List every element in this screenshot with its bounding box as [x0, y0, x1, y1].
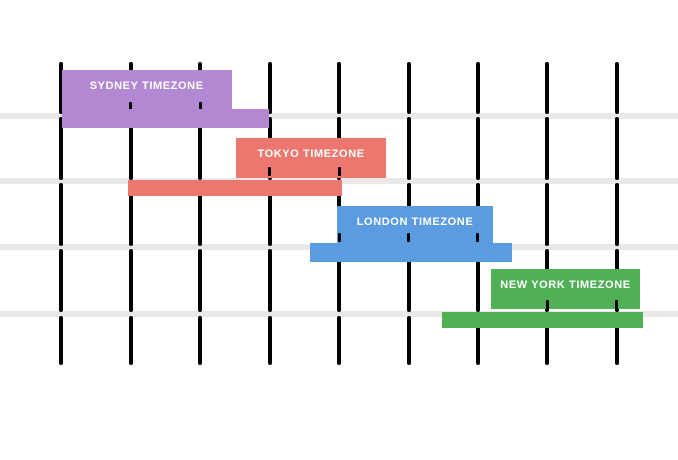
grid-line-segment [59, 183, 64, 246]
row-separator-line [0, 112, 678, 119]
timezone-bar-london[interactable]: LONDON TIMEZONE [337, 206, 493, 245]
gridline-tick [129, 101, 133, 111]
grid-line-segment [337, 315, 341, 365]
timezone-bar-label-london: LONDON TIMEZONE [356, 216, 474, 228]
timezone-bar-new-york[interactable]: NEW YORK TIMEZONE [491, 269, 640, 310]
grid-line-segment [545, 117, 550, 180]
timezone-bar-label-new-york: NEW YORK TIMEZONE [500, 279, 631, 292]
timezone-bar-label-sydney: SYDNEY TIMEZONE [89, 80, 204, 92]
grid-line-segment [614, 315, 619, 365]
timezone-range-bar-new-york[interactable] [441, 312, 643, 328]
grid-line-segment [545, 62, 550, 114]
grid-line-segment [128, 117, 133, 180]
row-separator-line [0, 311, 678, 317]
grid-line-segment [198, 117, 203, 180]
grid-line-segment [545, 183, 550, 246]
grid-line-segment [267, 62, 272, 114]
grid-line-segment [545, 315, 550, 365]
gridline-tick [407, 233, 410, 243]
timezone-range-bar-tokyo[interactable] [128, 179, 342, 196]
gridline-tick [337, 167, 341, 177]
timezone-bar-tokyo[interactable]: TOKYO TIMEZONE [235, 138, 387, 179]
timezone-bar-sydney[interactable]: SYDNEY TIMEZONE [61, 70, 232, 113]
grid-line-segment [128, 249, 133, 313]
grid-line-segment [475, 249, 480, 313]
grid-line-segment [406, 315, 411, 365]
grid-line-segment [128, 315, 133, 365]
gridline-tick [198, 101, 202, 111]
grid-line-segment [128, 183, 133, 246]
grid-line-segment [475, 62, 480, 114]
grid-line-segment [198, 315, 203, 365]
grid-line-segment [59, 315, 64, 365]
grid-line-segment [406, 249, 411, 313]
grid-line-segment [198, 249, 203, 313]
grid-line-segment [267, 249, 272, 313]
timezone-range-bar-sydney[interactable] [61, 109, 269, 129]
grid-line-segment [267, 315, 272, 365]
timezone-bar-label-tokyo: TOKYO TIMEZONE [257, 148, 365, 161]
gridline-tick [476, 233, 480, 243]
grid-line-segment [198, 183, 203, 246]
gridline-tick [268, 167, 272, 177]
grid-line-segment [267, 183, 272, 246]
grid-line-segment [59, 117, 64, 180]
grid-line-segment [337, 62, 341, 114]
grid-line-segment [475, 315, 480, 365]
grid-line-segment [406, 117, 411, 180]
grid-line-segment [475, 117, 480, 180]
grid-line-segment [59, 249, 64, 313]
grid-line-segment [614, 62, 619, 114]
grid-line-segment [59, 62, 64, 114]
gridline-tick [545, 300, 549, 309]
grid-line-segment [614, 183, 619, 246]
grid-line-segment [614, 117, 619, 180]
timezone-range-bar-london[interactable] [310, 243, 512, 262]
grid-line-segment [406, 62, 411, 114]
gridline-tick [615, 300, 619, 309]
grid-line-segment [337, 249, 341, 313]
gridline-tick [337, 233, 341, 243]
